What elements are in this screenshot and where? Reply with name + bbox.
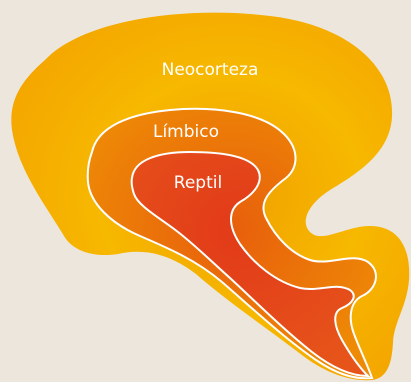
reptile-label: Reptil: [174, 173, 222, 193]
neocortex-label: Neocorteza: [162, 60, 259, 80]
limbic-label: Límbico: [153, 122, 219, 142]
